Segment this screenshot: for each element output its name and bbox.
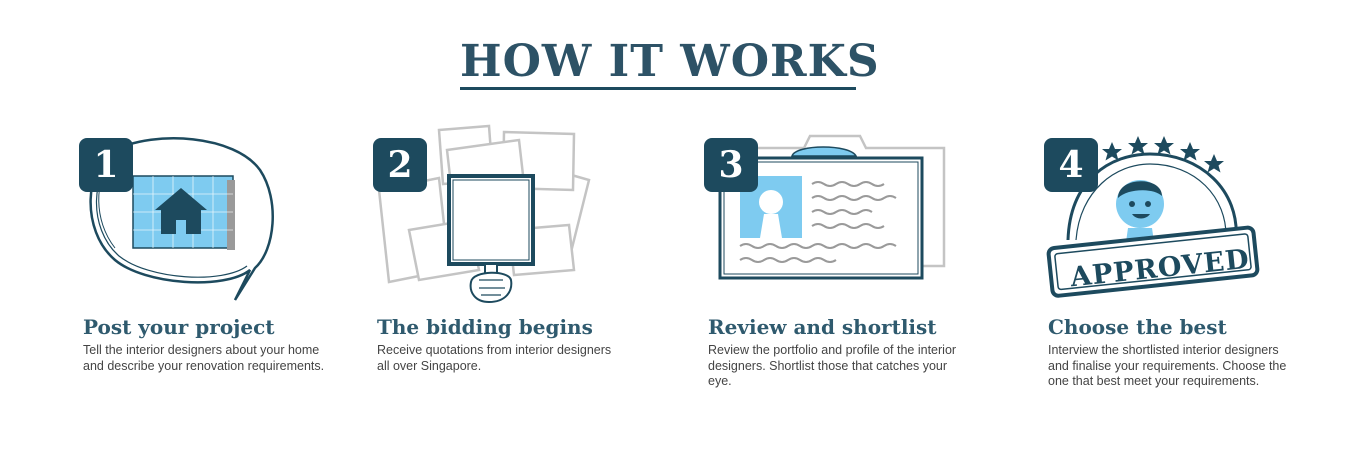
step-2: 2 The bidding begins Receive quotations … bbox=[373, 120, 677, 420]
step-1: 1 Post your project Tell the interior de… bbox=[79, 120, 383, 420]
step-heading: Choose the best bbox=[1048, 315, 1227, 339]
step-description: Review the portfolio and profile of the … bbox=[708, 343, 957, 388]
bidding-paddle-icon bbox=[373, 124, 591, 304]
step-description: Tell the interior designers about your h… bbox=[83, 343, 325, 373]
step-heading: Review and shortlist bbox=[708, 315, 937, 339]
step-3: 3 Review and shortlist Review the portfo… bbox=[704, 120, 1008, 420]
step-number-badge: 4 bbox=[1058, 144, 1084, 186]
step-description: Interview the shortlisted interior desig… bbox=[1048, 343, 1287, 388]
title-underline bbox=[460, 87, 856, 90]
step-number-badge: 2 bbox=[387, 144, 413, 186]
step-heading: The bidding begins bbox=[377, 315, 593, 339]
house-blueprint-speech-bubble-icon bbox=[79, 137, 274, 301]
step-number-badge: 3 bbox=[718, 144, 744, 186]
step-description: Receive quotations from interior designe… bbox=[377, 343, 612, 373]
step-number-badge: 1 bbox=[93, 144, 119, 186]
approved-stamp-icon bbox=[1044, 136, 1260, 298]
page-title: HOW IT WORKS bbox=[460, 36, 880, 87]
step-4: APPROVED 4 Choose the best Interview the… bbox=[1044, 120, 1348, 420]
profile-folder-icon bbox=[704, 134, 946, 280]
step-heading: Post your project bbox=[83, 315, 275, 339]
